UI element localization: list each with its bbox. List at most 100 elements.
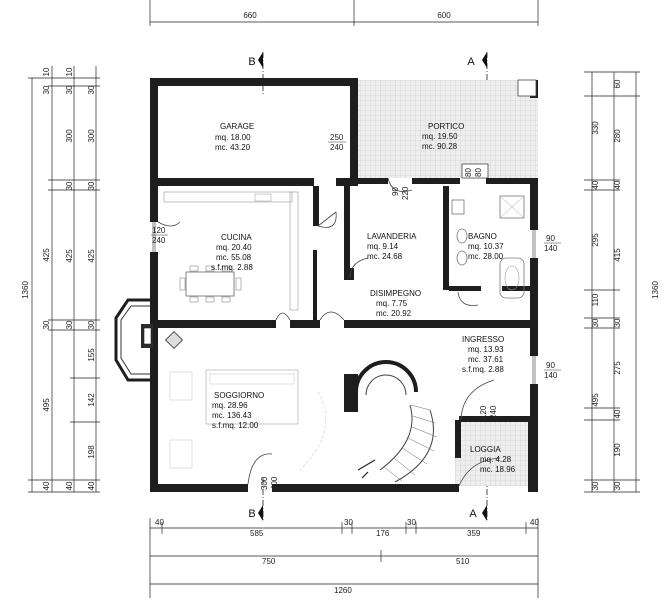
room-volume: mc. 43.20 — [215, 143, 251, 152]
dim-right-total: 1360 — [651, 281, 660, 299]
dim-left-inner: 425 — [65, 249, 74, 263]
room-area: mq. 13.93 — [468, 345, 504, 354]
left-dimension-chain: 1360 30 425 30 495 40 10 10 30 300 30 42… — [21, 66, 100, 493]
dim-left-inner: 155 — [87, 348, 96, 362]
walls — [150, 78, 538, 492]
section-label-a-top: A — [467, 56, 475, 68]
dim-left-outer: 40 — [42, 481, 51, 490]
opening-dim: 90 — [546, 234, 555, 243]
room-volume: mc. 18.96 — [480, 465, 516, 474]
section-arrow-icon — [482, 505, 487, 521]
room-area: mq. 18.00 — [215, 133, 251, 142]
opening-dim: 300 — [260, 476, 269, 490]
room-name: GARAGE — [220, 122, 254, 131]
dim-right-outer: 295 — [591, 233, 600, 247]
dim-left-inner: 198 — [87, 445, 96, 459]
dim-right-inner: 40 — [613, 409, 622, 418]
dim-left-inner: 142 — [87, 393, 96, 407]
spiral-staircase — [299, 360, 438, 483]
dining-table — [185, 271, 235, 297]
opening-dim: 120 — [152, 226, 166, 235]
opening-dim: 140 — [544, 371, 558, 380]
room-lavanderia: LAVANDERIA mq. 9.14 mc. 24.68 — [367, 232, 417, 261]
room-area: mq. 10.37 — [468, 242, 504, 251]
room-ingresso: INGRESSO mq. 13.93 mc. 37.61 s.f.mq. 2.8… — [462, 335, 504, 374]
dim-bottom-row1: 30 — [407, 518, 416, 527]
dim-left-inner: 30 — [65, 85, 74, 94]
dim-left-inner: 300 — [87, 129, 96, 143]
dim-bottom-row1: 40 — [530, 518, 539, 527]
dim-right-outer: 330 — [591, 121, 600, 135]
section-arrow-icon — [482, 52, 487, 68]
dim-bottom-row1: 40 — [155, 518, 164, 527]
dim-left-outer: 30 — [42, 85, 51, 94]
room-volume: mc. 20.92 — [376, 309, 412, 318]
dim-bottom-row2: 750 — [262, 557, 276, 566]
dim-left-inner: 40 — [65, 481, 74, 490]
dim-right-inner: 60 — [613, 79, 622, 88]
room-volume: mc. 37.61 — [468, 355, 504, 364]
dim-right-inner: 40 — [613, 180, 622, 189]
dim-bottom-row1: 359 — [467, 529, 481, 538]
bottom-dimension-chain: 40 585 30 176 30 359 40 750 510 1260 — [149, 518, 539, 598]
room-area: mq. 4.28 — [480, 455, 512, 464]
opening-dim: 240 — [489, 405, 498, 419]
room-volume: mc. 90.28 — [422, 142, 458, 151]
top-dim-left: 660 — [243, 11, 257, 20]
room-volume: mc. 136.43 — [212, 411, 252, 420]
door-swings — [157, 177, 501, 487]
room-name: INGRESSO — [462, 335, 504, 344]
opening-dim: 240 — [330, 143, 344, 152]
dim-left-inner: 40 — [87, 481, 96, 490]
dim-right-inner: 30 — [613, 481, 622, 490]
room-name: BAGNO — [468, 232, 497, 241]
fireplace-bay — [114, 298, 184, 382]
room-volume: mc. 55.08 — [216, 253, 252, 262]
room-window-area: s.f.mq. 12.00 — [212, 421, 259, 430]
room-name: LOGGIA — [470, 445, 501, 454]
room-garage: GARAGE mq. 18.00 mc. 43.20 — [215, 122, 254, 152]
dim-bottom-row2: 510 — [456, 557, 470, 566]
dim-left-inner: 425 — [87, 249, 96, 263]
room-area: mq. 7.75 — [376, 299, 408, 308]
dim-left-inner: 30 — [87, 320, 96, 329]
dim-left-inner: 30 — [87, 85, 96, 94]
dim-right-outer: 30 — [591, 481, 600, 490]
dim-right-inner: 110 — [591, 293, 600, 306]
dim-left-inner: 30 — [65, 320, 74, 329]
section-arrow-icon — [258, 52, 263, 68]
room-name: PORTICO — [428, 122, 464, 131]
dim-bottom-row1: 585 — [250, 529, 264, 538]
opening-dimensions: 250 240 80 80 90 220 120 240 90 140 90 1… — [151, 133, 561, 490]
dim-left-outer: 30 — [42, 320, 51, 329]
dim-bottom-total: 1260 — [334, 586, 352, 595]
right-dimension-chain: 1360 330 40 295 30 495 30 60 280 40 415 … — [584, 71, 660, 493]
section-label-a-bottom: A — [469, 508, 477, 520]
opening-dim: 400 — [270, 476, 279, 490]
top-dimension-line: 660 600 — [149, 0, 539, 26]
opening-dim: 80 — [464, 168, 473, 177]
opening-dim: 80 — [474, 168, 483, 177]
dim-right-outer: 40 — [591, 180, 600, 189]
room-area: mq. 28.96 — [212, 401, 248, 410]
opening-dim: 90 — [391, 187, 400, 196]
dim-left-inner: 30 — [65, 181, 74, 190]
room-name: DISIMPEGNO — [370, 289, 421, 298]
room-name: CUCINA — [221, 233, 252, 242]
dim-right-inner: 275 — [613, 361, 622, 375]
opening-dim: 240 — [152, 236, 166, 245]
room-cucina: CUCINA mq. 20.40 mc. 55.08 s.f.mq. 2.88 — [211, 233, 253, 272]
dim-right-inner: 280 — [613, 129, 622, 143]
dim-right-inner: 30 — [613, 318, 622, 327]
room-name: SOGGIORNO — [214, 391, 264, 400]
room-disimpegno: DISIMPEGNO mq. 7.75 mc. 20.92 — [370, 289, 421, 318]
dim-left-total: 1360 — [21, 281, 30, 299]
section-label-b-bottom: B — [248, 508, 255, 520]
room-volume: mc. 28.00 — [468, 252, 504, 261]
portico-floor — [358, 80, 538, 178]
room-soggiorno: SOGGIORNO mq. 28.96 mc. 136.43 s.f.mq. 1… — [212, 391, 264, 430]
room-window-area: s.f.mq. 2.88 — [462, 365, 504, 374]
dim-left-outer: 495 — [42, 398, 51, 412]
room-name: LAVANDERIA — [367, 232, 417, 241]
dim-right-outer: 30 — [591, 318, 600, 327]
